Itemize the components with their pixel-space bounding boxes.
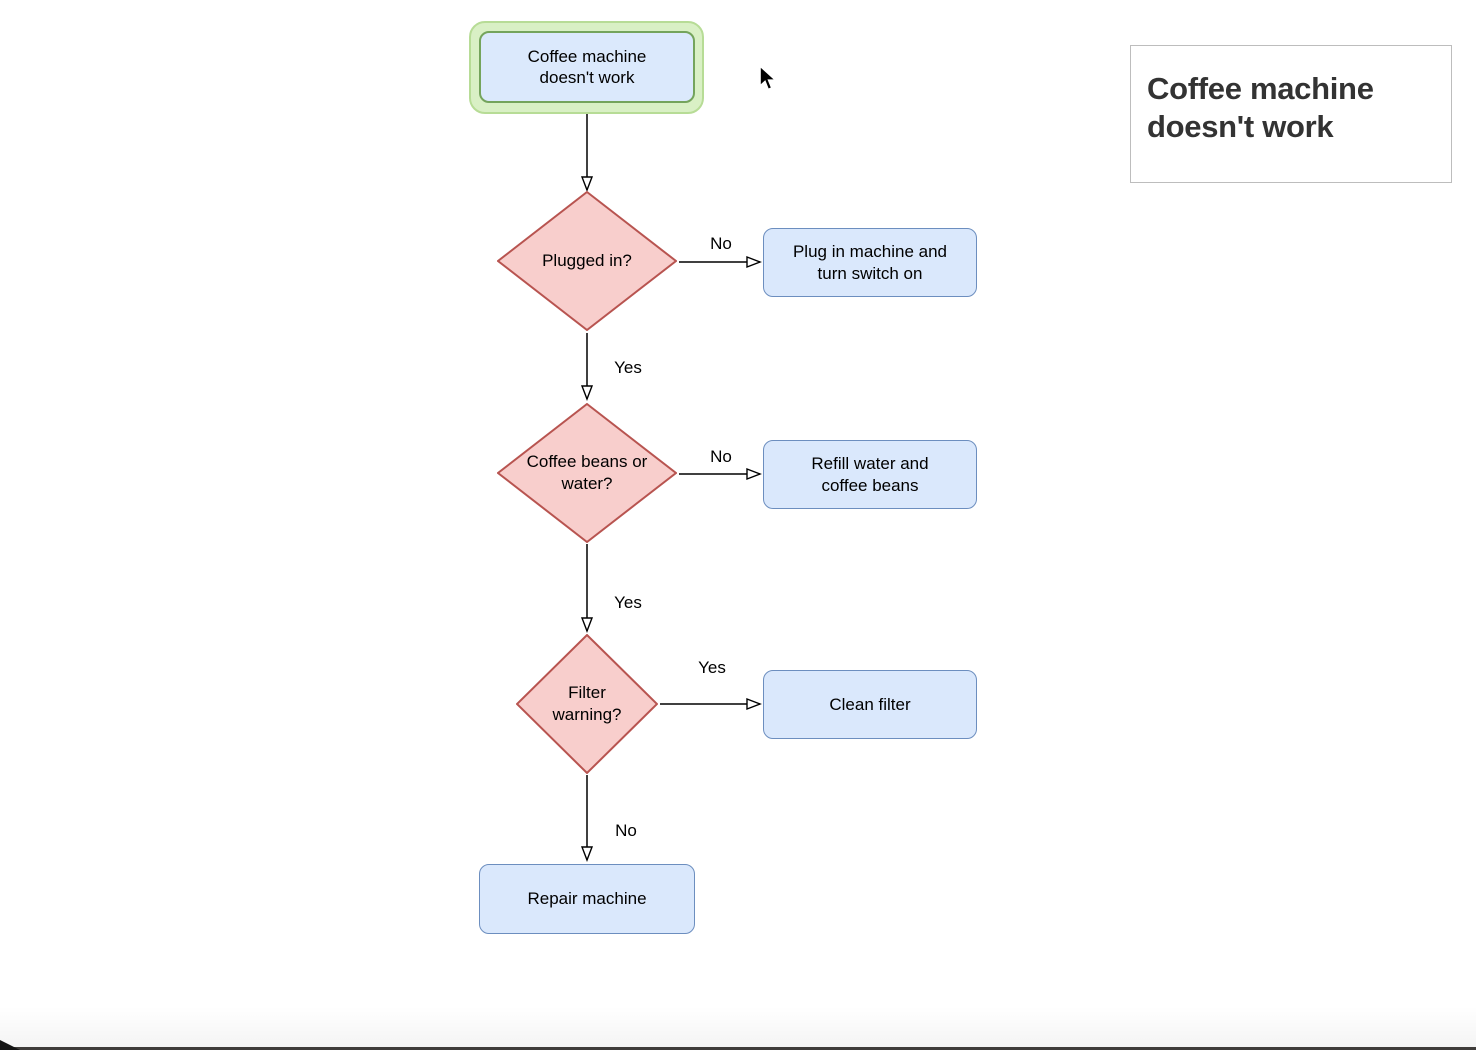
background-window-corner: [0, 1040, 20, 1050]
node-decision-beans-water[interactable]: Coffee beans or water?: [497, 403, 677, 543]
node-start-label: Coffee machine doesn't work: [527, 46, 647, 87]
node-start[interactable]: Coffee machine doesn't work: [479, 31, 695, 103]
node-action-repair[interactable]: Repair machine: [479, 864, 695, 934]
node-decision-beans-water-label: Coffee beans or water?: [526, 451, 648, 493]
selected-node-preview-panel: Coffee machine doesn't work: [1130, 45, 1452, 183]
diamond-shape: [497, 403, 677, 543]
background-window-edge: [0, 1047, 1476, 1050]
node-action-repair-label: Repair machine: [527, 889, 647, 909]
diamond-shape: [516, 634, 658, 774]
bottom-shadow-gradient: [0, 1006, 1476, 1048]
diamond-shape: [497, 191, 677, 331]
preview-panel-title: Coffee machine doesn't work: [1147, 71, 1374, 145]
edge-label-d3-no[interactable]: No: [615, 821, 637, 840]
edge-label-d1-no[interactable]: No: [710, 234, 732, 253]
node-decision-plugged-in-label: Plugged in?: [542, 250, 632, 270]
node-action-refill-label: Refill water and coffee beans: [811, 454, 929, 495]
node-action-plug-in[interactable]: Plug in machine and turn switch on: [763, 228, 977, 297]
edge-label-d2-yes[interactable]: Yes: [614, 593, 642, 612]
node-decision-filter-warning[interactable]: Filter warning?: [516, 634, 658, 774]
node-action-clean-filter-label: Clean filter: [829, 694, 911, 714]
node-action-refill[interactable]: Refill water and coffee beans: [763, 440, 977, 509]
edge-label-d1-yes[interactable]: Yes: [614, 358, 642, 377]
node-decision-filter-warning-label: Filter warning?: [552, 682, 622, 724]
edge-label-d2-no[interactable]: No: [710, 447, 732, 466]
edge-label-d3-yes[interactable]: Yes: [698, 658, 726, 677]
node-action-clean-filter[interactable]: Clean filter: [763, 670, 977, 739]
node-decision-plugged-in[interactable]: Plugged in?: [497, 191, 677, 331]
mouse-cursor-icon: [759, 64, 778, 91]
node-action-plug-in-label: Plug in machine and turn switch on: [792, 242, 948, 283]
